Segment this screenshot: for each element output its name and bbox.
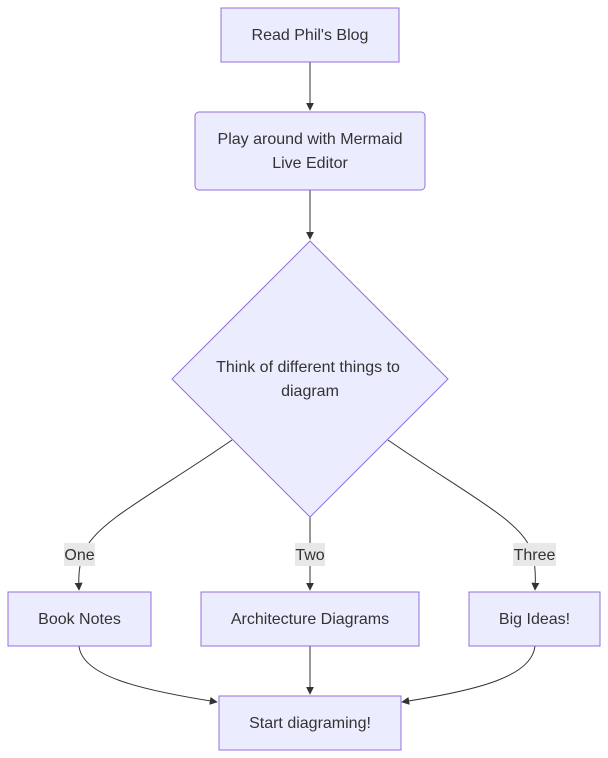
node-play-around-label-line1: Play around with Mermaid	[218, 131, 403, 148]
node-book-notes-label: Book Notes	[38, 611, 121, 628]
node-architecture-diagrams: Architecture Diagrams	[200, 591, 420, 647]
edges	[74, 62, 540, 705]
node-architecture-label: Architecture Diagrams	[231, 611, 389, 628]
node-start-diagraming: Start diagraming!	[218, 695, 402, 751]
node-play-around-label-line2: Live Editor	[272, 155, 348, 172]
edge-book-notes-to-start	[78, 645, 218, 705]
edge-label-three-text: Three	[514, 547, 556, 564]
node-book-notes: Book Notes	[7, 591, 152, 647]
edge-label-two: Two	[295, 543, 325, 566]
edge-label-three: Three	[513, 543, 556, 566]
node-play-around-mermaid: Play around with Mermaid Live Editor	[194, 111, 426, 191]
node-start-diagraming-label: Start diagraming!	[249, 715, 371, 732]
edge-think-to-book-notes	[74, 439, 233, 591]
node-think-decision: Think of different things to diagram	[171, 240, 449, 518]
node-big-ideas: Big Ideas!	[468, 591, 601, 647]
edge-label-two-text: Two	[295, 547, 324, 564]
node-think-label-line1: Think of different things to	[216, 359, 400, 376]
node-read-phils-blog-label: Read Phil's Blog	[252, 27, 369, 44]
node-read-phils-blog: Read Phil's Blog	[220, 7, 400, 63]
node-big-ideas-label: Big Ideas!	[499, 611, 570, 628]
edge-label-one-text: One	[64, 547, 94, 564]
edge-think-to-big-ideas	[387, 439, 540, 591]
edge-big-ideas-to-start	[401, 645, 536, 705]
node-think-label-line2: diagram	[281, 383, 339, 400]
edge-label-one: One	[64, 543, 95, 566]
